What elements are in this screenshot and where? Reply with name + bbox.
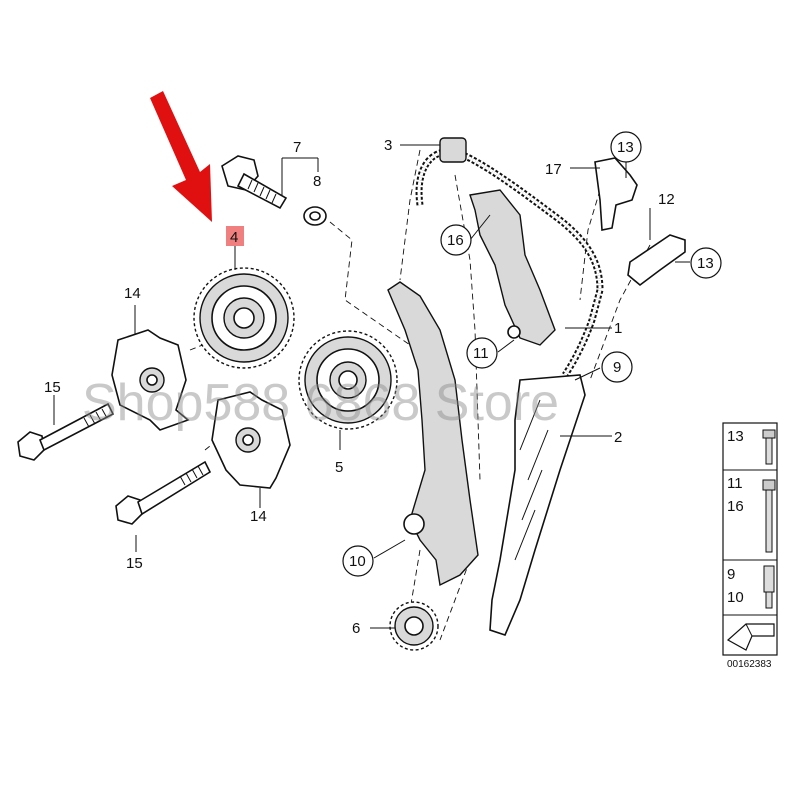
svg-text:16: 16 bbox=[447, 232, 464, 249]
svg-text:9: 9 bbox=[613, 359, 621, 376]
slide-rail bbox=[387, 281, 479, 587]
callout-5: 5 bbox=[335, 459, 343, 476]
svg-text:11: 11 bbox=[473, 345, 489, 362]
bolt-7 bbox=[221, 155, 288, 210]
callout-14-upper: 14 bbox=[124, 285, 141, 302]
timing-chain-3 bbox=[415, 137, 604, 377]
camshaft-sprocket-5 bbox=[298, 330, 398, 430]
callout-13-top: 13 bbox=[610, 131, 642, 163]
legend-9: 9 bbox=[727, 566, 735, 583]
callout-4-highlight bbox=[226, 226, 244, 246]
callout-12: 12 bbox=[658, 191, 675, 208]
bracket-17 bbox=[594, 157, 638, 231]
callout-15-lower: 15 bbox=[126, 555, 143, 572]
sensor-wheel-14-lower bbox=[211, 391, 291, 489]
callout-16: 16 bbox=[440, 224, 472, 256]
callout-7: 7 bbox=[293, 139, 301, 156]
legend-11: 11 bbox=[727, 475, 743, 492]
callout-9: 9 bbox=[601, 351, 633, 383]
callout-1: 1 bbox=[614, 320, 622, 337]
bolt-15-upper bbox=[17, 402, 115, 461]
tensioner-rail-1 bbox=[469, 189, 556, 346]
callout-14-lower: 14 bbox=[250, 508, 267, 525]
legend-16: 16 bbox=[727, 498, 744, 515]
crankshaft-sprocket-6 bbox=[389, 601, 439, 651]
bracket-12 bbox=[627, 234, 686, 287]
diagram-id: 00162383 bbox=[727, 659, 772, 670]
callout-2: 2 bbox=[614, 429, 622, 446]
legend-10: 10 bbox=[727, 589, 744, 606]
callout-17: 17 bbox=[545, 161, 562, 178]
callout-10: 10 bbox=[342, 545, 374, 577]
red-arrow-icon bbox=[150, 91, 212, 222]
callout-8: 8 bbox=[313, 173, 321, 190]
camshaft-adjuster-sprocket-4 bbox=[193, 267, 295, 369]
legend-13: 13 bbox=[727, 428, 744, 445]
bolt-15-lower bbox=[115, 460, 212, 525]
callout-11: 11 bbox=[466, 337, 498, 369]
leader-lines bbox=[53, 144, 690, 629]
sensor-wheel-14-upper bbox=[111, 329, 190, 431]
callout-15-upper: 15 bbox=[44, 379, 61, 396]
stud-icon bbox=[763, 565, 775, 609]
watermark-text: Shop588 6868 Store bbox=[82, 374, 559, 432]
callout-6: 6 bbox=[352, 620, 360, 637]
callout-4: 4 bbox=[230, 229, 238, 246]
callout-13-right: 13 bbox=[690, 247, 722, 279]
direction-arrow-icon bbox=[726, 623, 775, 651]
washer-8 bbox=[303, 206, 327, 226]
screw-icon bbox=[762, 429, 776, 465]
callout-3: 3 bbox=[384, 137, 392, 154]
long-bolt-icon bbox=[762, 479, 776, 553]
svg-text:10: 10 bbox=[349, 553, 366, 570]
svg-text:13: 13 bbox=[617, 139, 634, 156]
svg-text:13: 13 bbox=[697, 255, 714, 272]
fastener-legend: 13 11 16 9 10 bbox=[722, 422, 778, 656]
guide-rail-2 bbox=[489, 374, 586, 636]
